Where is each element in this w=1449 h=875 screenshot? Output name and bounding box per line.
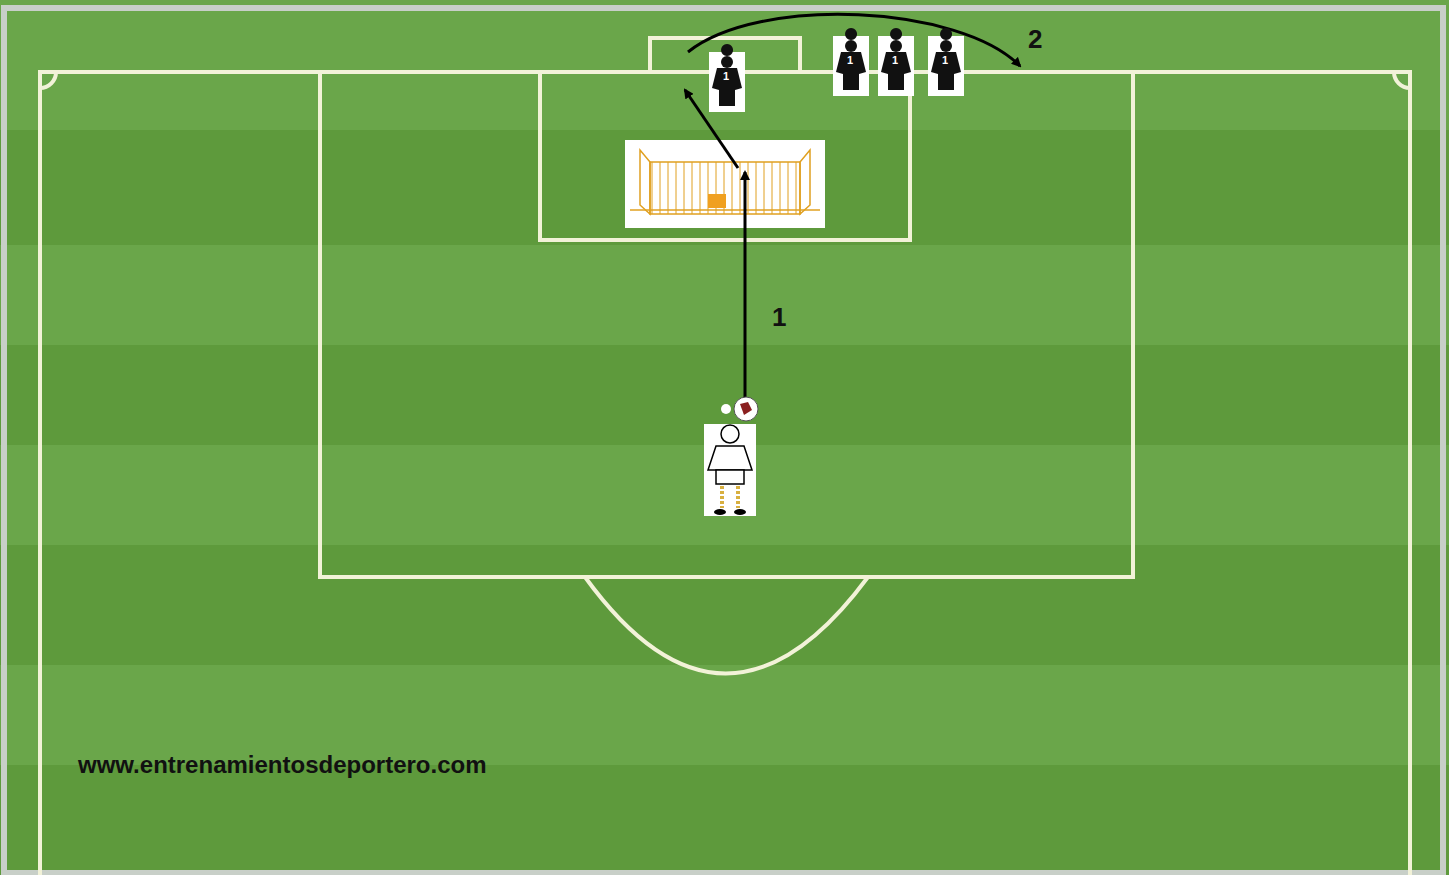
callout-number: 1 — [772, 304, 786, 330]
coach-figure — [704, 424, 756, 516]
portable-goal — [625, 140, 825, 228]
shirt-number: 1 — [847, 55, 853, 66]
shirt-number: 1 — [942, 55, 948, 66]
ball — [721, 397, 758, 421]
callout-number: 2 — [1028, 26, 1042, 52]
grass-stripes — [0, 0, 1449, 765]
pitch-lines — [40, 38, 1410, 875]
frame — [4, 8, 1443, 873]
arrows — [685, 14, 1020, 398]
watermark: www.entrenamientosdeportero.com — [78, 753, 487, 777]
shirt-number: 1 — [723, 71, 729, 82]
shirt-number: 1 — [892, 55, 898, 66]
goalkeeper-figures — [709, 28, 964, 112]
